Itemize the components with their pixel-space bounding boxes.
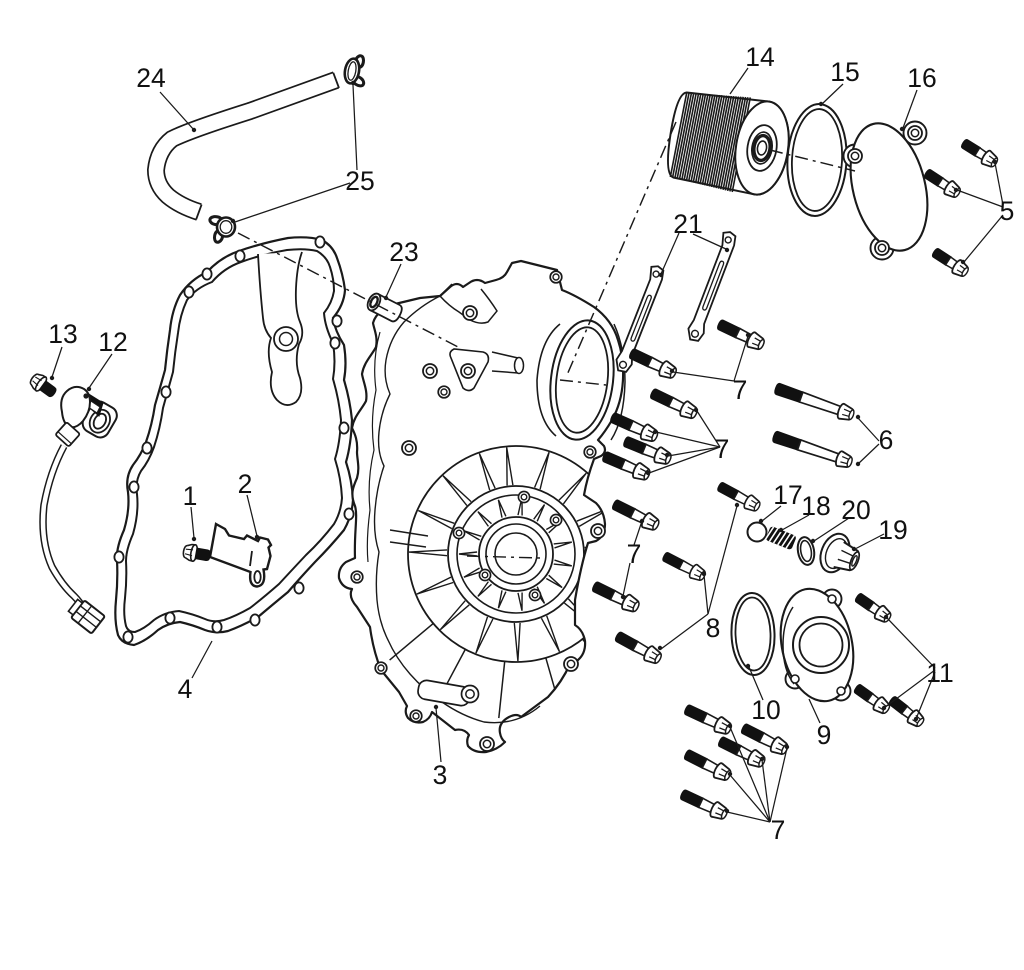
svg-text:21: 21: [673, 209, 702, 239]
svg-text:12: 12: [98, 327, 127, 357]
svg-text:7: 7: [627, 539, 642, 569]
svg-text:11: 11: [926, 658, 954, 688]
svg-text:8: 8: [706, 613, 721, 643]
svg-text:24: 24: [136, 63, 165, 93]
svg-text:4: 4: [178, 674, 193, 704]
svg-text:20: 20: [841, 495, 870, 525]
svg-text:14: 14: [745, 42, 774, 72]
svg-text:3: 3: [433, 760, 448, 790]
svg-text:9: 9: [817, 720, 832, 750]
svg-text:7: 7: [733, 375, 748, 405]
svg-text:16: 16: [907, 63, 936, 93]
svg-text:25: 25: [345, 166, 374, 196]
svg-text:19: 19: [878, 515, 907, 545]
svg-text:17: 17: [773, 480, 802, 510]
svg-text:10: 10: [751, 695, 780, 725]
svg-text:2: 2: [238, 469, 253, 499]
svg-text:23: 23: [389, 237, 418, 267]
svg-text:7: 7: [715, 434, 730, 464]
svg-text:15: 15: [830, 57, 859, 87]
svg-text:5: 5: [1000, 196, 1015, 226]
svg-text:18: 18: [801, 491, 830, 521]
svg-text:1: 1: [183, 481, 198, 511]
svg-text:6: 6: [879, 425, 894, 455]
svg-text:13: 13: [48, 319, 77, 349]
svg-text:7: 7: [771, 815, 786, 845]
